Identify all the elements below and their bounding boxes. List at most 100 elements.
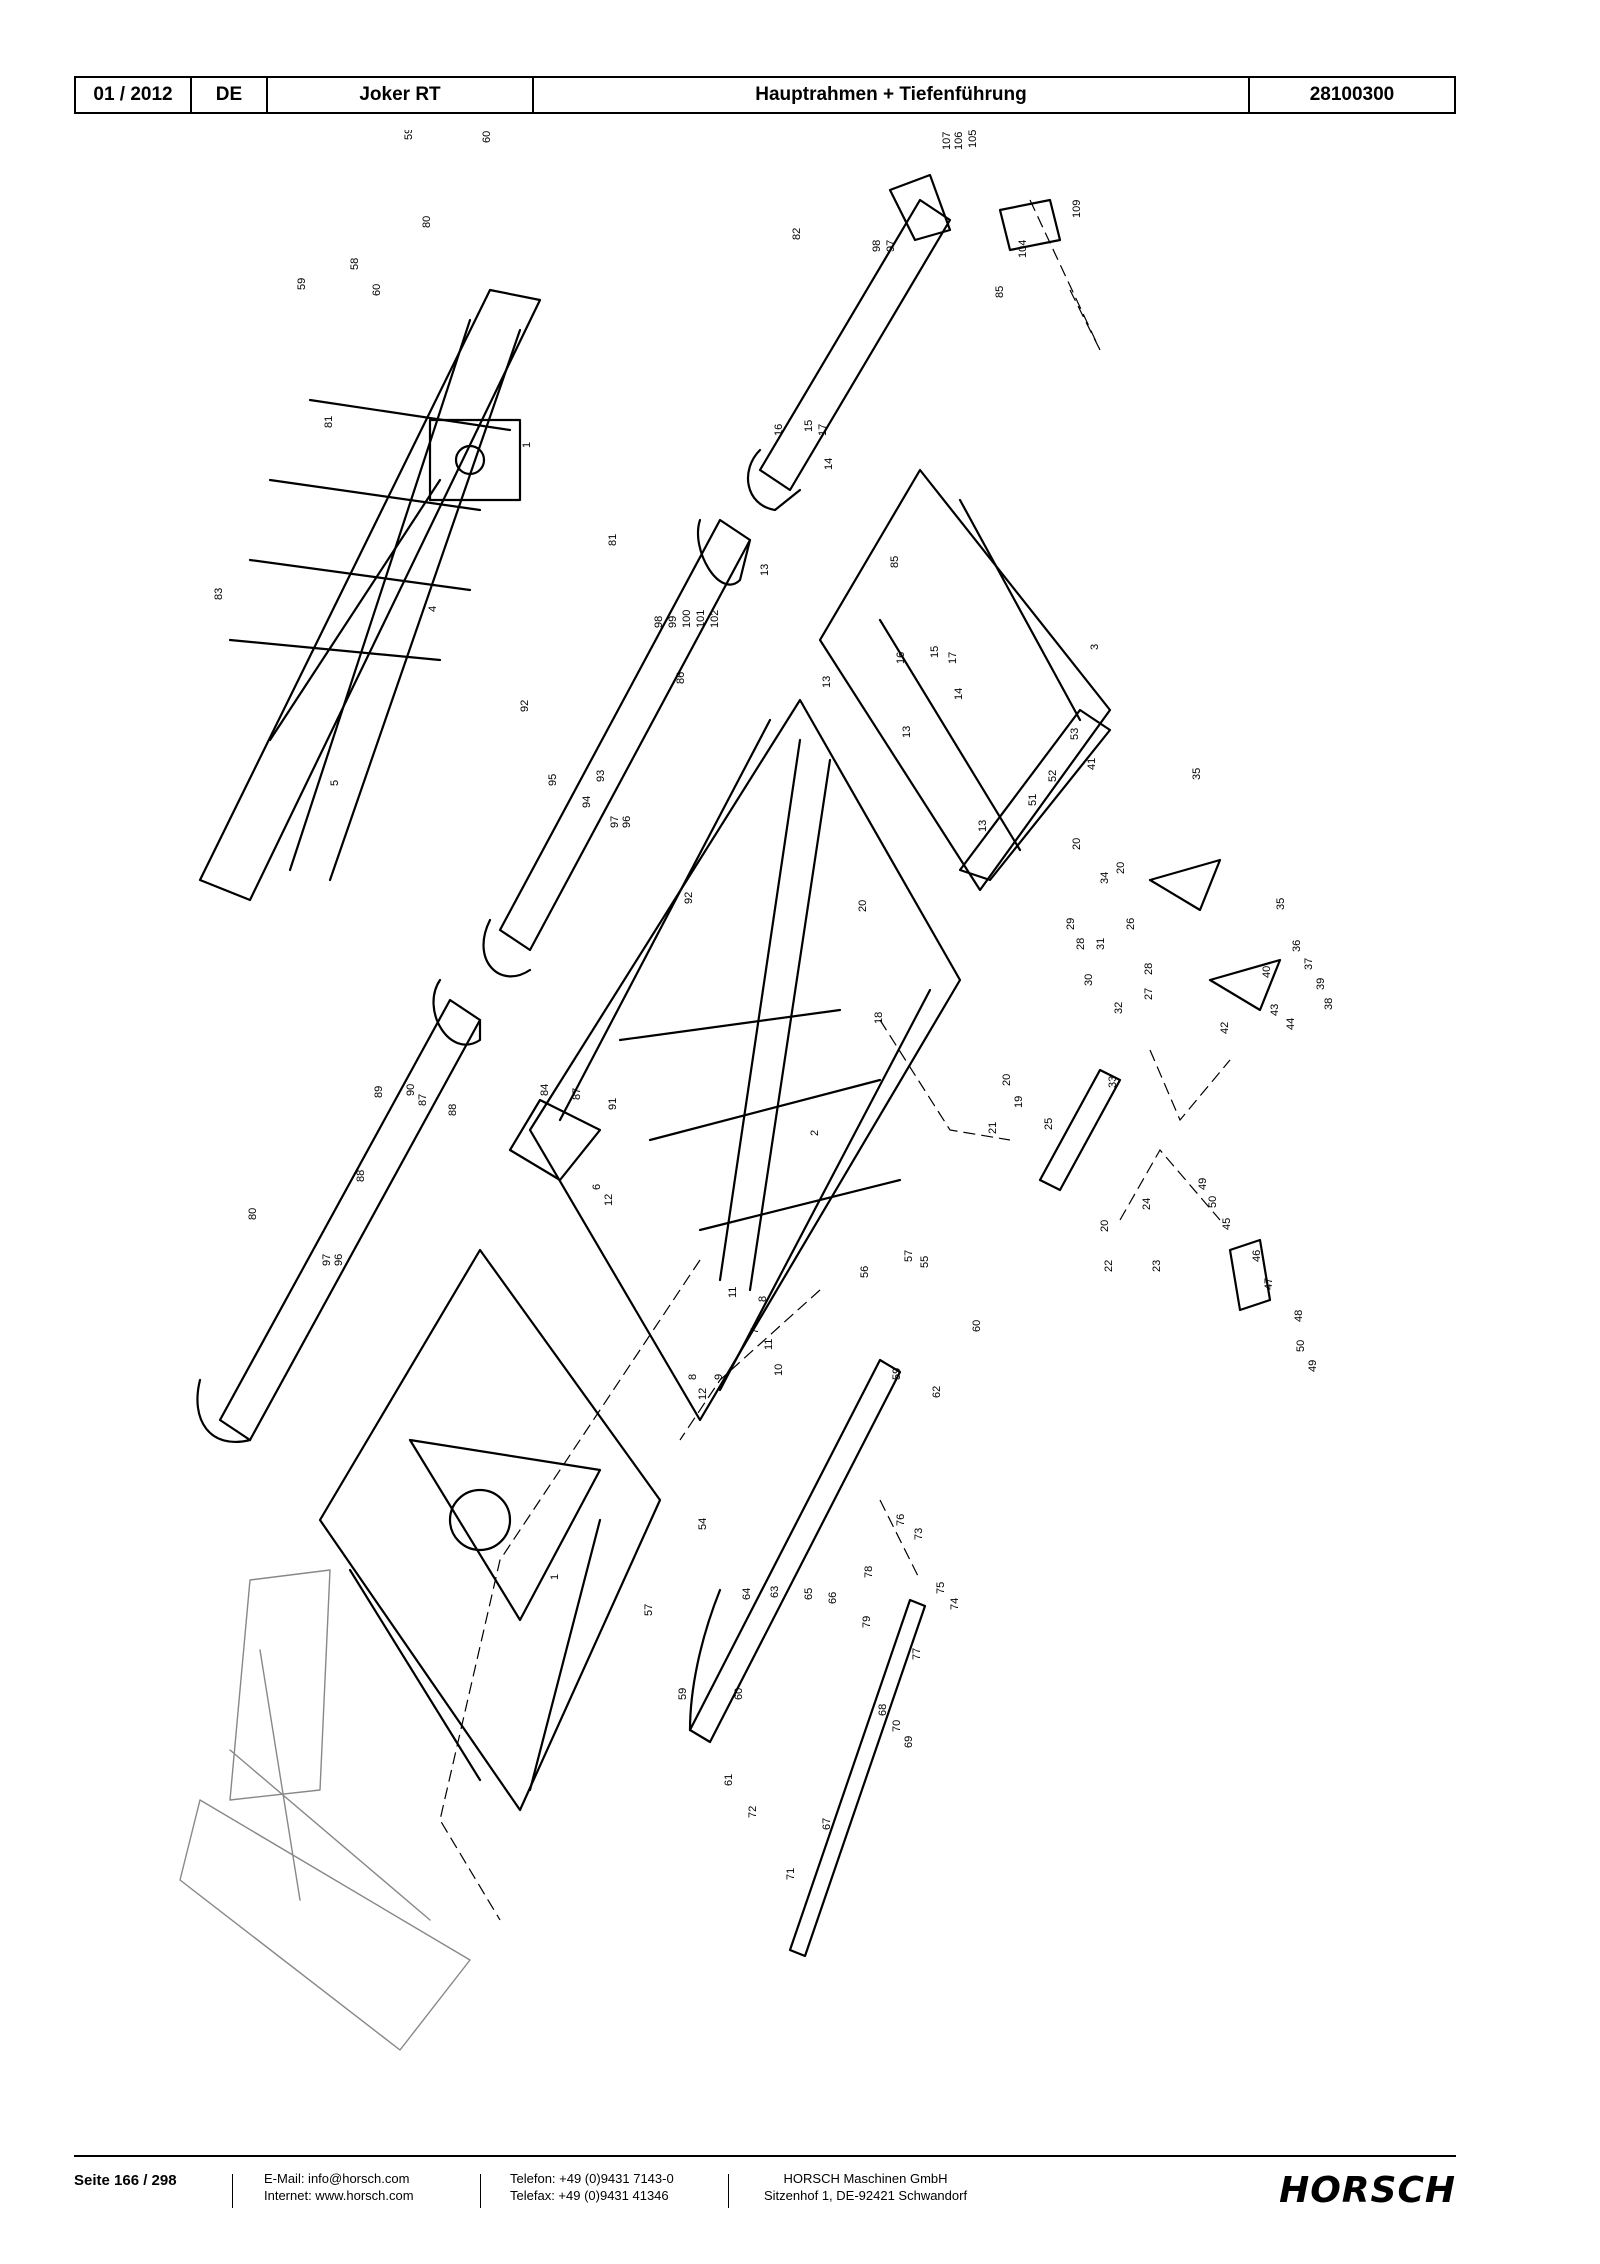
part-callout: 59 [891, 1368, 903, 1380]
part-callout: 47 [1263, 1278, 1275, 1290]
part-callout: 106 [953, 132, 965, 150]
rear-frame-outline [198, 288, 542, 902]
part-callout: 64 [741, 1588, 753, 1600]
part-callout: 87 [417, 1094, 429, 1106]
part-callout: 16 [895, 652, 907, 664]
part-callout: 77 [911, 1648, 923, 1660]
part-callout: 60 [481, 131, 493, 143]
part-callout: 12 [697, 1388, 709, 1400]
pin-46 [1228, 1238, 1272, 1312]
part-callout: 101 [695, 610, 707, 628]
part-callout: 30 [1083, 974, 1095, 986]
part-callout: 5 [329, 780, 341, 786]
ghost-frame [179, 1569, 471, 2051]
part-callout: 8 [757, 1296, 769, 1302]
part-callout: 29 [1065, 918, 1077, 930]
hydraulic-cylinder-54 [688, 1358, 902, 1744]
page-number: Seite 166 / 298 [74, 2172, 177, 2189]
part-callout: 109 [1071, 200, 1083, 218]
part-callout: 14 [953, 688, 965, 700]
part-callout: 13 [901, 726, 913, 738]
link-arm-67 [788, 1598, 927, 1958]
part-callout: 85 [889, 556, 901, 568]
part-callout: 46 [1251, 1250, 1263, 1262]
part-callout: 35 [1191, 768, 1203, 780]
part-callout: 70 [891, 1720, 903, 1732]
part-callout: 65 [803, 1588, 815, 1600]
header-language: DE [192, 78, 268, 112]
part-callout: 94 [581, 796, 593, 808]
part-callout: 51 [1027, 794, 1039, 806]
part-callout: 89 [373, 1086, 385, 1098]
part-callout: 10 [773, 1364, 785, 1376]
drawing-lines [179, 173, 1282, 2051]
part-callout: 12 [603, 1194, 615, 1206]
part-callout: 57 [903, 1250, 915, 1262]
part-callout: 25 [1043, 1118, 1055, 1130]
part-callout: 2 [809, 1130, 821, 1136]
part-callout: 57 [643, 1604, 655, 1616]
part-callout: 72 [747, 1806, 759, 1818]
part-callout: 96 [621, 816, 633, 828]
part-callout: 100 [681, 610, 693, 628]
part-callout: 98 [871, 240, 883, 252]
footer-contact-web: E-Mail: info@horsch.com Internet: www.ho… [264, 2170, 414, 2204]
part-callout: 4 [427, 606, 439, 612]
horsch-logo: HORSCH [1279, 2170, 1456, 2211]
left-arm-tube [218, 998, 482, 1442]
part-callout: 49 [1307, 1360, 1319, 1372]
part-callout: 54 [697, 1518, 709, 1530]
main-frame-outline [528, 698, 962, 1422]
part-callout: 104 [1017, 240, 1029, 258]
part-callout: 36 [1291, 940, 1303, 952]
rear-frame-rails [288, 318, 522, 882]
front-frame-rails [348, 1518, 602, 1792]
part-callout: 11 [727, 1287, 739, 1298]
part-callout: 8 [687, 1374, 699, 1380]
hydraulic-cylinder-25 [1038, 1068, 1122, 1192]
part-callout: 71 [785, 1868, 797, 1880]
part-callout: 91 [607, 1098, 619, 1110]
part-callout: 41 [1086, 758, 1098, 770]
part-callout: 48 [1293, 1310, 1305, 1322]
part-callout: 96 [333, 1254, 345, 1266]
part-callout: 86 [675, 672, 687, 684]
part-callout: 59 [677, 1688, 689, 1700]
part-callout: 68 [877, 1704, 889, 1716]
footer-company-block: HORSCH Maschinen GmbH Sitzenhof 1, DE-92… [764, 2170, 967, 2204]
middle-arm-lower-end [482, 918, 532, 978]
part-callout: 19 [1013, 1096, 1025, 1108]
part-callout: 52 [1047, 770, 1059, 782]
part-callout: 99 [667, 616, 679, 628]
part-callout: 27 [1143, 988, 1155, 1000]
part-callout: 79 [861, 1616, 873, 1628]
part-callout: 88 [447, 1104, 459, 1116]
left-arm-lower-end [196, 1378, 252, 1443]
part-callout: 9 [713, 1374, 725, 1380]
part-callout: 35 [1275, 898, 1287, 910]
part-callout: 20 [1071, 838, 1083, 850]
part-callout: 80 [421, 216, 433, 228]
part-callout: 81 [323, 416, 335, 428]
exploded-parts-drawing: 5958608059586081148358298978510310810710… [179, 130, 1335, 2051]
part-callout: 26 [1125, 918, 1137, 930]
part-callout: 56 [859, 1266, 871, 1278]
part-callout: 97 [321, 1254, 333, 1266]
part-callout: 107 [941, 132, 953, 150]
part-callout: 21 [987, 1122, 999, 1134]
header-table: 01 / 2012 DE Joker RT Hauptrahmen + Tief… [74, 76, 1456, 114]
part-callout: 14 [823, 458, 835, 470]
part-callout: 102 [709, 610, 721, 628]
part-callout: 92 [519, 700, 531, 712]
part-callout: 82 [791, 228, 803, 240]
header-model: Joker RT [268, 78, 534, 112]
footer-company: HORSCH Maschinen GmbH [783, 2171, 948, 2186]
part-callout: 60 [371, 284, 383, 296]
part-callout: 75 [935, 1582, 947, 1594]
part-callout: 59 [296, 278, 308, 290]
footer-rule [74, 2155, 1456, 2157]
middle-arm-end [697, 518, 752, 586]
part-callout: 93 [595, 770, 607, 782]
part-callout: 13 [759, 564, 771, 576]
left-arm-end [432, 978, 482, 1046]
